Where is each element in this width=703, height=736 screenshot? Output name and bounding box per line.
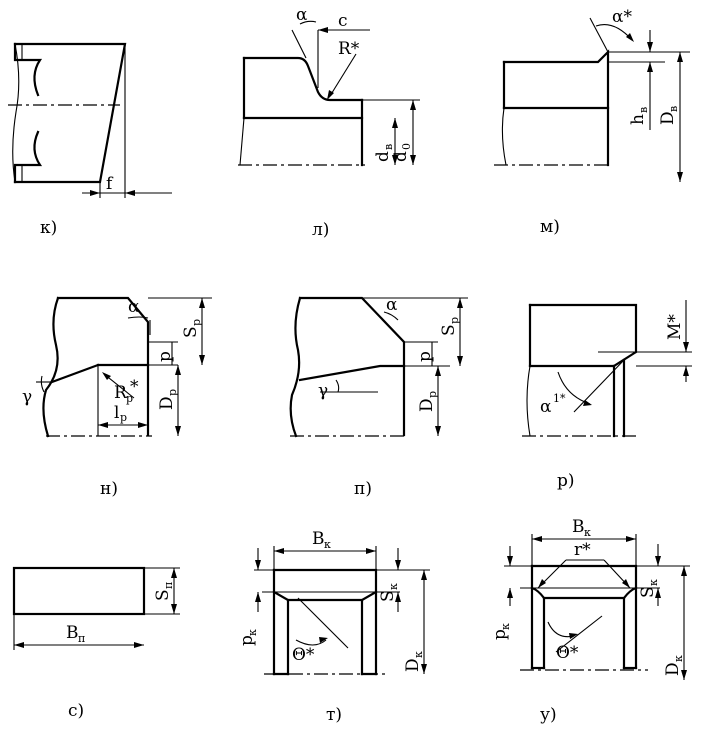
R-subscript: p bbox=[126, 392, 133, 405]
D-label: D bbox=[417, 398, 437, 412]
dim-f-label: f bbox=[106, 174, 114, 194]
panel-s: S п B п с) bbox=[12, 566, 180, 721]
S-label: S bbox=[181, 326, 201, 338]
D-subscript: в bbox=[667, 106, 680, 112]
D-subscript: p bbox=[166, 389, 179, 396]
S-label: S bbox=[439, 324, 459, 336]
theta-label: Θ* bbox=[292, 645, 315, 665]
alpha-label: α bbox=[386, 295, 398, 315]
S-label: S bbox=[638, 586, 658, 598]
caption-u: у) bbox=[540, 705, 557, 725]
S-subscript: п bbox=[162, 582, 175, 589]
d-label: d bbox=[373, 151, 393, 162]
l-label: l bbox=[114, 403, 119, 423]
d0-label: d bbox=[391, 151, 411, 162]
panel-r: M* α 1* р) bbox=[522, 300, 692, 491]
alpha-superscript: 1* bbox=[553, 392, 566, 405]
M-label: M* bbox=[665, 314, 685, 340]
panel-p: α S p p D p γ п) bbox=[289, 295, 468, 499]
R-label: R bbox=[114, 383, 128, 403]
S-subscript: к bbox=[387, 583, 400, 590]
p-label: p bbox=[155, 351, 175, 362]
radius-label: R* bbox=[338, 39, 360, 59]
D-label: D bbox=[663, 662, 683, 676]
D-label: D bbox=[658, 111, 678, 125]
h-subscript: в bbox=[637, 107, 650, 113]
B-subscript: п bbox=[78, 632, 85, 645]
caption-p: п) bbox=[354, 479, 372, 499]
S-subscript: к bbox=[647, 579, 660, 586]
D-subscript: p bbox=[426, 391, 439, 398]
D-subscript: к bbox=[672, 655, 685, 662]
alpha-label: α bbox=[296, 5, 308, 25]
S-subscript: p bbox=[190, 319, 203, 326]
h-label: h bbox=[628, 114, 648, 125]
panel-l: α c R* d в d 0 л) bbox=[238, 5, 420, 240]
panel-t: B к S к p к D к Θ* т) bbox=[237, 529, 430, 725]
p-label: p bbox=[490, 629, 510, 640]
caption-m: м) bbox=[540, 217, 560, 237]
p-subscript: к bbox=[499, 623, 512, 630]
B-subscript: к bbox=[584, 526, 591, 539]
caption-t: т) bbox=[326, 705, 342, 725]
alpha-star-label: α* bbox=[612, 7, 632, 27]
caption-r: р) bbox=[557, 471, 575, 491]
D-subscript: к bbox=[412, 651, 425, 658]
B-label: B bbox=[312, 529, 325, 549]
S-label: S bbox=[153, 589, 173, 601]
alpha-label: α bbox=[128, 297, 140, 317]
alpha-label: α bbox=[540, 397, 552, 417]
B-label: B bbox=[572, 517, 585, 537]
S-label: S bbox=[378, 590, 398, 602]
dim-c-label: c bbox=[338, 11, 348, 31]
gamma-label: γ bbox=[22, 387, 32, 407]
caption-k: к) bbox=[40, 218, 57, 238]
caption-s: с) bbox=[68, 701, 84, 721]
D-label: D bbox=[157, 396, 177, 410]
panel-k: f к) bbox=[8, 42, 172, 238]
panel-m: α* h в D в м) bbox=[494, 7, 690, 237]
D-label: D bbox=[403, 658, 423, 672]
p-label: p bbox=[415, 351, 435, 362]
caption-l: л) bbox=[312, 220, 329, 240]
panel-n: α S p p D p l p R p * γ н) bbox=[22, 296, 212, 499]
l-subscript: p bbox=[120, 411, 127, 424]
B-subscript: к bbox=[324, 538, 331, 551]
S-subscript: p bbox=[448, 317, 461, 324]
theta-label: Θ* bbox=[556, 643, 579, 663]
gamma-label: γ bbox=[318, 381, 328, 401]
d-subscript: в bbox=[382, 144, 395, 150]
p-subscript: к bbox=[246, 629, 259, 636]
r-label: r* bbox=[574, 540, 591, 560]
caption-n: н) bbox=[100, 479, 118, 499]
d0-subscript: 0 bbox=[400, 143, 413, 150]
p-label: p bbox=[237, 635, 257, 646]
R-star: * bbox=[130, 377, 139, 397]
B-label: B bbox=[66, 623, 79, 643]
panel-u: B к r* S к p к D к Θ* у) bbox=[490, 517, 690, 725]
